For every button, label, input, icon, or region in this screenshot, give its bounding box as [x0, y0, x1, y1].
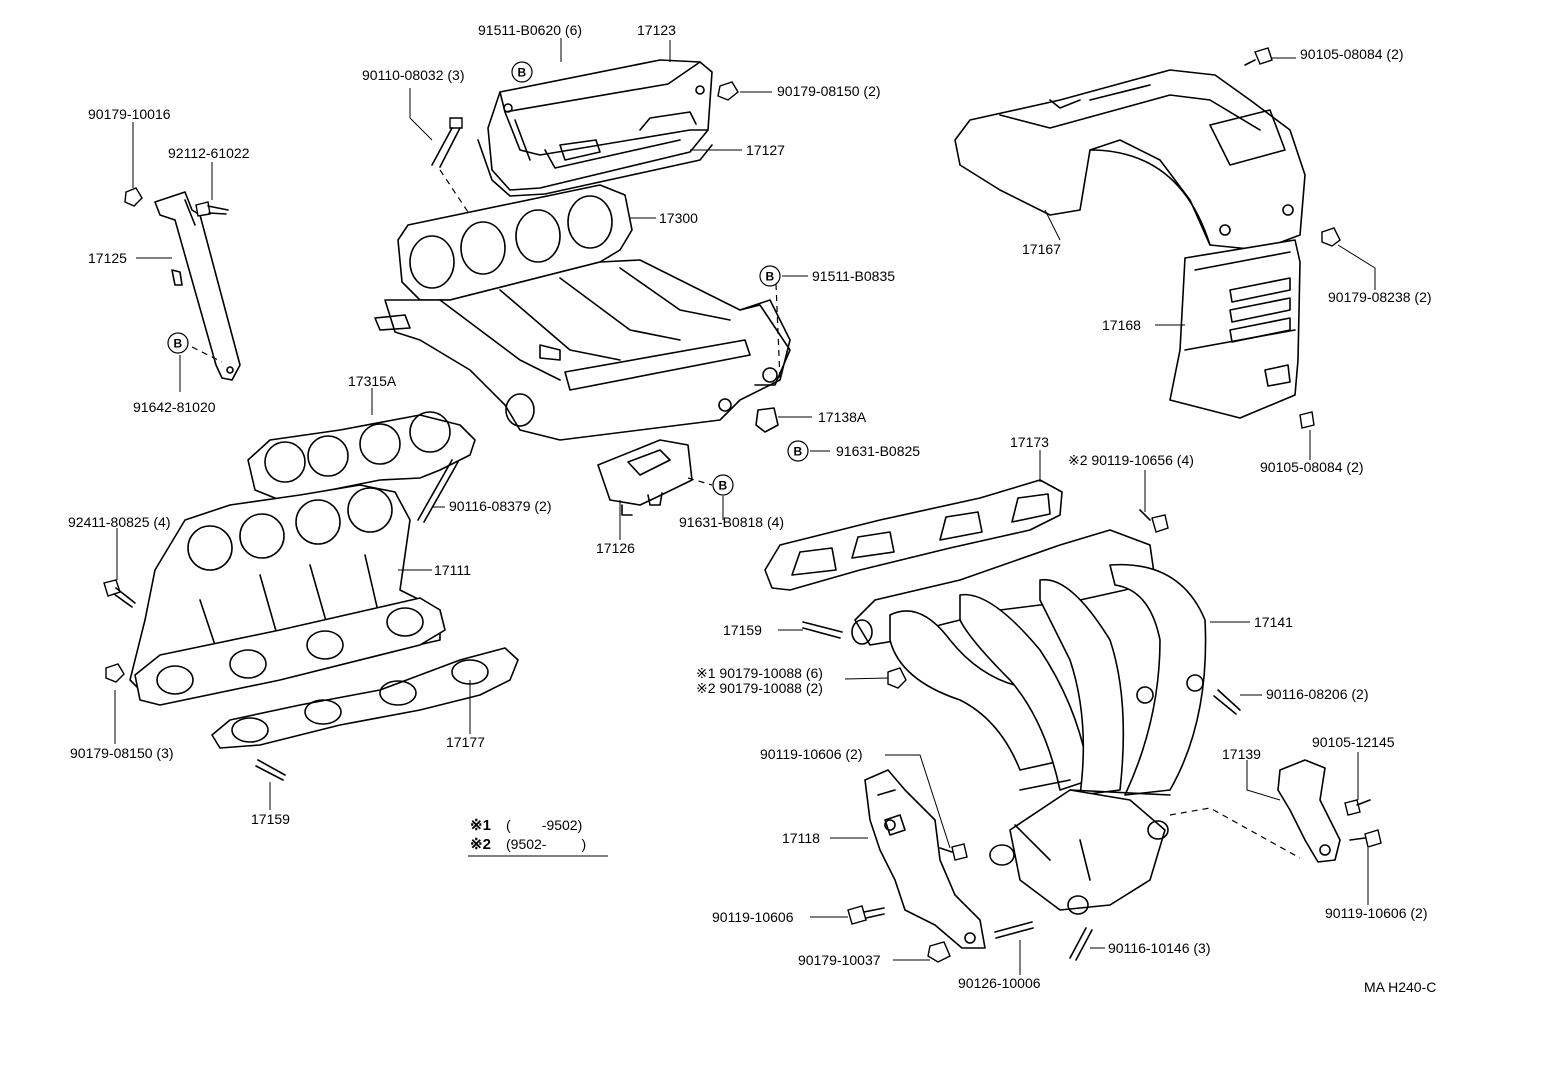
- exhaust-manifold-17141: [851, 529, 1207, 915]
- label-90179-08238: 90179-08238 (2): [1328, 289, 1432, 305]
- label-90116-10146: 90116-10146 (3): [1108, 940, 1210, 956]
- marker-b-1: B: [511, 61, 533, 83]
- stay-17125: [154, 191, 241, 381]
- label-17141: 17141: [1254, 614, 1293, 630]
- air-intake-cover-17123: [487, 59, 713, 191]
- label-17125: 17125: [88, 250, 127, 266]
- label-17126: 17126: [596, 540, 635, 556]
- marker-b-2-text: B: [174, 337, 183, 351]
- note-1-mark: ※1: [470, 817, 491, 834]
- gasket-17173: [764, 479, 1063, 591]
- clip-17138a: [755, 407, 779, 433]
- label-17159-left: 17159: [251, 811, 290, 827]
- note-2-mark: ※2: [470, 836, 491, 853]
- label-90119-10656: ※2 90119-10656 (4): [1068, 452, 1194, 468]
- diagram-id: MA H240-C: [1364, 979, 1436, 995]
- label-90179-10088-6: ※1 90179-10088 (6): [696, 665, 823, 681]
- label-90179-10016: 90179-10016: [88, 106, 171, 122]
- marker-b-3: B: [759, 265, 781, 287]
- applicability-notes: ※1 ( -9502) ※2 (9502- ): [468, 817, 608, 857]
- label-90179-10037: 90179-10037: [798, 952, 881, 968]
- label-17118: 17118: [782, 830, 820, 846]
- label-17159-right: 17159: [723, 622, 762, 638]
- label-17127: 17127: [746, 142, 785, 158]
- fasteners: [103, 47, 1382, 963]
- bracket-17139: [1277, 759, 1341, 863]
- heat-insulator-17168: [1169, 239, 1301, 419]
- marker-b-2: B: [167, 332, 189, 354]
- label-17168: 17168: [1102, 317, 1141, 333]
- label-90179-08150-left: 90179-08150 (3): [70, 745, 174, 761]
- label-17177: 17177: [446, 734, 485, 750]
- marker-b-5-text: B: [719, 479, 728, 493]
- label-90116-08379: 90116-08379 (2): [449, 498, 551, 514]
- label-91631-b0825: 91631-B0825: [836, 443, 920, 459]
- intake-manifold-17111: [129, 484, 446, 706]
- marker-b-3-text: B: [766, 270, 775, 284]
- bracket-17118: [864, 769, 986, 949]
- label-90105-08084-top: 90105-08084 (2): [1300, 46, 1404, 62]
- intake-plenum-17300: [374, 184, 791, 441]
- note-1-range: ( -9502): [506, 817, 582, 833]
- label-90105-12145: 90105-12145: [1312, 734, 1395, 750]
- label-92112-61022: 92112-61022: [168, 145, 250, 161]
- label-90119-10606-top: 90119-10606 (2): [760, 746, 862, 762]
- bracket-17126: [597, 439, 693, 506]
- label-90179-10088-2: ※2 90179-10088 (2): [696, 680, 823, 696]
- label-91511-b0835: 91511-B0835: [812, 268, 895, 284]
- marker-b-4-text: B: [794, 445, 803, 459]
- label-17123: 17123: [637, 22, 676, 38]
- label-17111: 17111: [434, 562, 471, 578]
- label-90119-10606-bottom: 90119-10606 (2): [1325, 905, 1427, 921]
- leader-lines: [114, 38, 1376, 975]
- heat-insulator-17167: [954, 69, 1306, 251]
- label-91511-b0620: 91511-B0620 (6): [478, 22, 582, 38]
- label-90119-10606-single: 90119-10606: [712, 909, 794, 925]
- label-17173: 17173: [1010, 434, 1049, 450]
- gasket-17315a: [247, 411, 476, 501]
- label-17315a: 17315A: [348, 373, 397, 389]
- label-91642-81020: 91642-81020: [133, 399, 216, 415]
- marker-b-1-text: B: [518, 66, 527, 80]
- label-90179-08150-top: 90179-08150 (2): [777, 83, 881, 99]
- label-17167: 17167: [1022, 241, 1061, 257]
- label-92411-80825: 92411-80825 (4): [68, 514, 170, 530]
- label-90110-08032: 90110-08032 (3): [362, 67, 464, 83]
- label-90116-08206: 90116-08206 (2): [1266, 686, 1368, 702]
- marker-b-4: B: [787, 440, 809, 462]
- note-2-range: (9502- ): [506, 836, 586, 852]
- label-90105-08084-bottom: 90105-08084 (2): [1260, 459, 1364, 475]
- label-17138a: 17138A: [818, 409, 867, 425]
- gasket-17127: [477, 139, 713, 197]
- label-91631-b0818: 91631-B0818 (4): [679, 514, 784, 530]
- label-17300: 17300: [659, 210, 698, 226]
- label-17139: 17139: [1222, 746, 1261, 762]
- gasket-17177: [211, 647, 519, 749]
- label-90126-10006: 90126-10006: [958, 975, 1041, 991]
- marker-b-5: B: [712, 474, 734, 496]
